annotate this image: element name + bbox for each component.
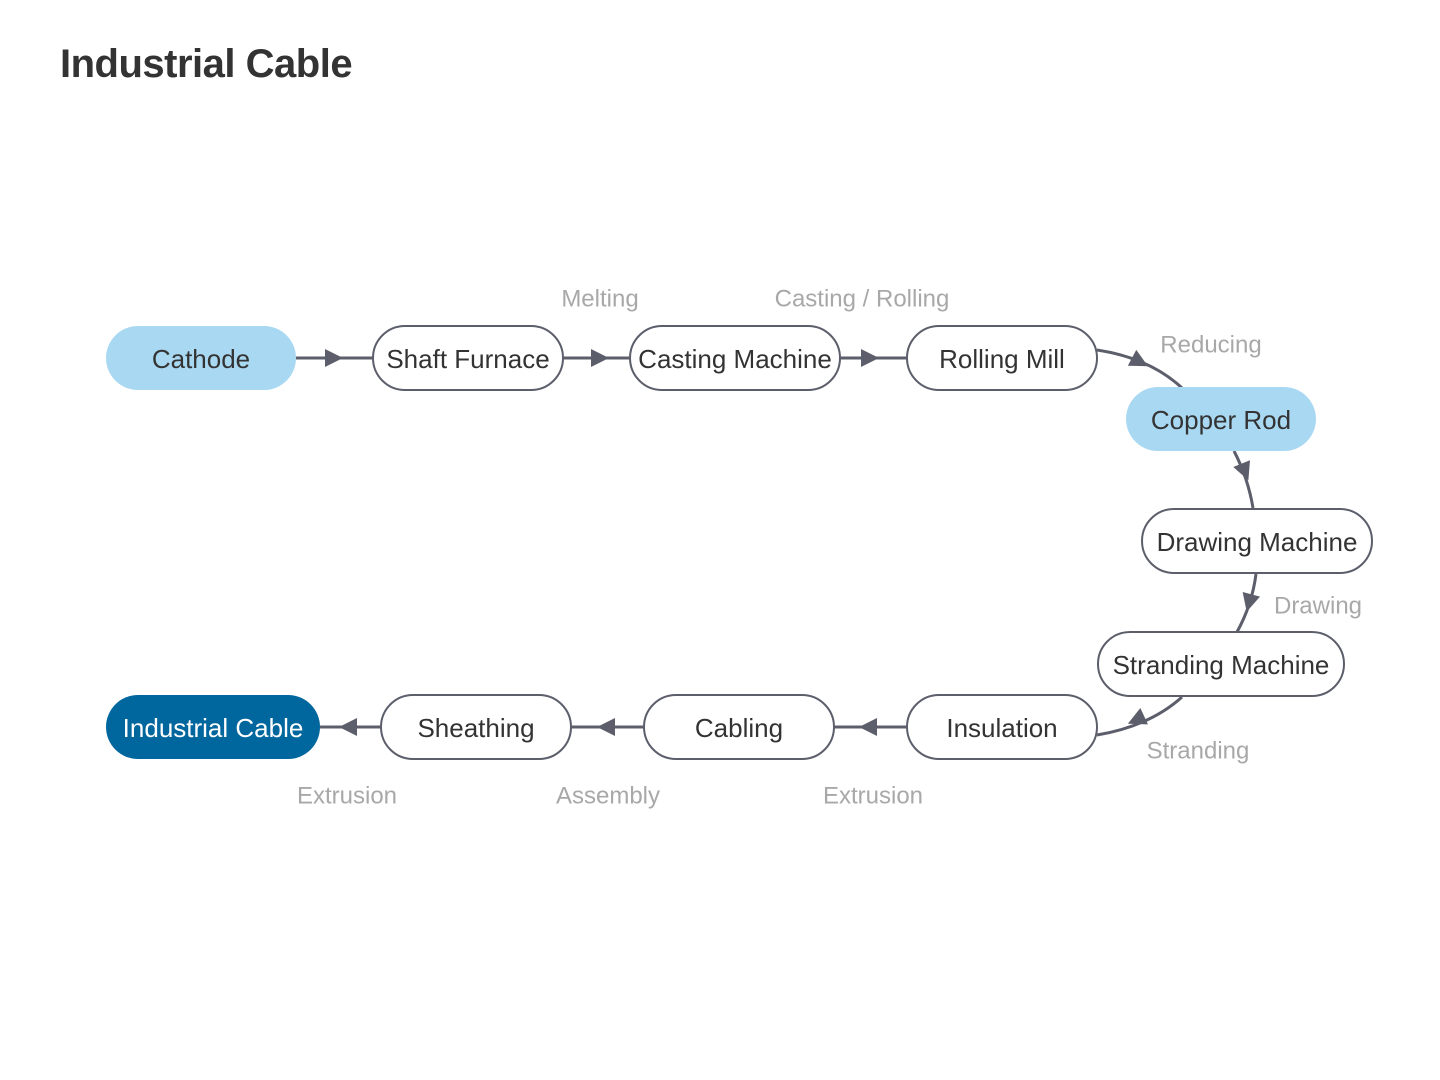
edge-label: Stranding: [1147, 738, 1250, 765]
node-shape: [1097, 631, 1345, 697]
node-shape: [380, 694, 572, 760]
node-rolling-mill: Rolling Mill: [906, 325, 1098, 391]
node-shape: [106, 695, 320, 759]
node-copper-rod: Copper Rod: [1126, 387, 1316, 451]
edge-insulation-to-cabling: [834, 718, 907, 736]
arrowhead-icon: [1127, 708, 1148, 725]
edge-label: Reducing: [1160, 332, 1261, 359]
node-sheathing: Sheathing: [380, 694, 572, 760]
node-label: Casting Machine: [638, 344, 832, 374]
node-cathode: Cathode: [106, 326, 296, 390]
node-insulation: Insulation: [906, 694, 1098, 760]
node-label: Insulation: [946, 713, 1057, 743]
nodes-layer: Cathode Shaft Furnace Casting Machine Rolli…: [106, 325, 1373, 760]
edge-shaft_furnace-to-casting_machine: [563, 349, 630, 367]
edge-casting_machine-to-rolling_mill: [840, 349, 907, 367]
edge-sheathing-to-industrial_cable: [320, 718, 381, 736]
node-shape: [906, 325, 1098, 391]
node-label: Industrial Cable: [123, 713, 304, 743]
edge-label: Extrusion: [297, 783, 397, 810]
node-shape: [1126, 387, 1316, 451]
edge-label: Melting: [561, 286, 638, 313]
node-shape: [906, 694, 1098, 760]
arrowhead-icon: [1233, 460, 1250, 481]
node-shape: [372, 325, 564, 391]
node-label: Cathode: [152, 344, 250, 374]
arrowhead-icon: [859, 718, 877, 736]
page-title: Industrial Cable: [60, 42, 353, 86]
node-shaft-furnace: Shaft Furnace: [372, 325, 564, 391]
node-label: Copper Rod: [1151, 405, 1291, 435]
edge-label: Casting / Rolling: [775, 286, 950, 313]
edges-layer: [296, 348, 1261, 737]
edge-cathode-to-shaft_furnace: [296, 349, 373, 367]
node-shape: [106, 326, 296, 390]
node-label: Shaft Furnace: [386, 344, 549, 374]
node-label: Stranding Machine: [1113, 650, 1330, 680]
node-industrial-cable: Industrial Cable: [106, 695, 320, 759]
arrowhead-icon: [325, 349, 343, 367]
edge-label: Extrusion: [823, 783, 923, 810]
arrowhead-icon: [597, 718, 615, 736]
arrowhead-icon: [861, 349, 879, 367]
node-shape: [629, 325, 841, 391]
arrowhead-icon: [591, 349, 609, 367]
node-cabling: Cabling: [643, 694, 835, 760]
edge-rolling_mill-to-copper_rod: [1096, 348, 1184, 390]
edge-cabling-to-sheathing: [571, 718, 644, 736]
node-stranding-machine: Stranding Machine: [1097, 631, 1345, 697]
edge-drawing_machine-to-stranding_machine: [1235, 573, 1261, 633]
edge-line: [1232, 450, 1255, 509]
edge-label: Drawing: [1274, 593, 1362, 620]
edge-stranding_machine-to-insulation: [1096, 695, 1184, 737]
arrowhead-icon: [1127, 349, 1148, 367]
edge-label: Assembly: [556, 783, 660, 810]
node-label: Drawing Machine: [1157, 527, 1358, 557]
node-casting-machine: Casting Machine: [629, 325, 841, 391]
node-shape: [643, 694, 835, 760]
arrowhead-icon: [339, 718, 357, 736]
node-label: Rolling Mill: [939, 344, 1065, 374]
node-shape: [1141, 508, 1373, 574]
arrowhead-icon: [1242, 591, 1261, 612]
node-label: Cabling: [695, 713, 783, 743]
node-label: Sheathing: [417, 713, 534, 743]
node-drawing-machine: Drawing Machine: [1141, 508, 1373, 574]
edge-copper_rod-to-drawing_machine: [1232, 450, 1255, 509]
